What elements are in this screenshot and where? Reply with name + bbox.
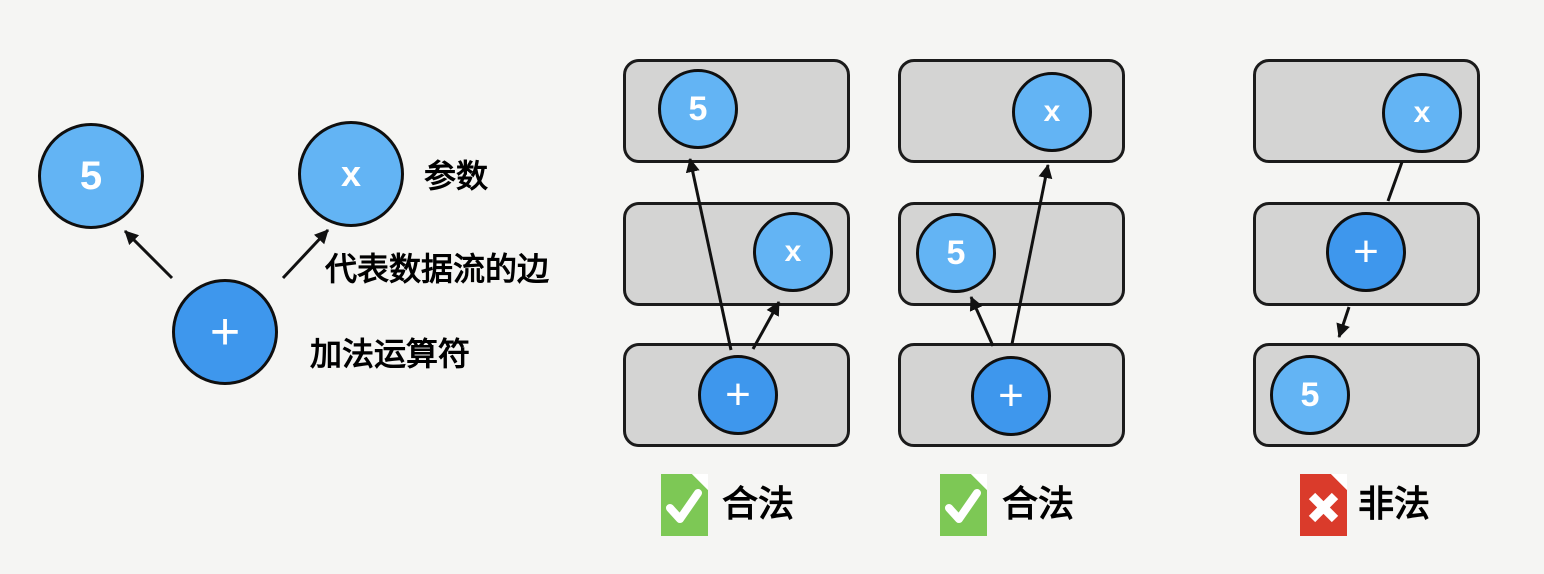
example2-node-x: x: [1012, 72, 1092, 152]
example3-node-x-label: x: [1413, 96, 1431, 129]
example1-node-5: 5: [658, 69, 738, 149]
intro-node-5-label: 5: [79, 153, 103, 198]
example1-node-5-label: 5: [688, 89, 708, 128]
annotation-dataflow-edge: 代表数据流的边: [325, 251, 550, 287]
document-x-icon: [1300, 474, 1347, 536]
example3-node-plus: +: [1326, 212, 1406, 292]
example1-edge-plus-to-x-arrow: [751, 301, 781, 350]
example3-verdict-label: 非法: [1358, 483, 1431, 524]
intro-node-x-label: x: [340, 153, 362, 194]
example2-node-plus: +: [971, 356, 1051, 436]
example3-node-plus-label: +: [1353, 227, 1379, 276]
intro-node-plus-label: +: [209, 303, 241, 361]
example2-node-plus-label: +: [998, 371, 1024, 420]
document-check-icon: [940, 474, 987, 536]
example2-node-x-label: x: [1043, 95, 1061, 128]
edge-plus-to-x-arrow: [281, 228, 330, 280]
annotation-parameter: 参数: [424, 158, 489, 194]
intro-node-x: x: [298, 121, 404, 227]
example1-node-x-label: x: [784, 235, 802, 268]
edge-plus-to-5-arrow: [123, 229, 174, 280]
example2-node-5-label: 5: [946, 233, 966, 272]
intro-node-5: 5: [38, 123, 144, 229]
example1-node-plus: +: [698, 355, 778, 435]
document-check-icon: [661, 474, 708, 536]
example3-edge-x-to-plus-line: [1386, 161, 1404, 202]
example2-verdict-label: 合法: [1002, 483, 1075, 524]
example1-node-plus-label: +: [725, 370, 751, 419]
example3-edge-plus-to-5-arrow: [1336, 306, 1351, 338]
example3-node-5-label: 5: [1300, 375, 1320, 414]
example3-node-x: x: [1382, 73, 1462, 153]
annotation-add-operator: 加法运算符: [310, 336, 471, 372]
example3-node-5: 5: [1270, 355, 1350, 435]
example1-verdict-label: 合法: [722, 483, 795, 524]
intro-node-plus: +: [172, 279, 278, 385]
example1-node-x: x: [753, 212, 833, 292]
example2-node-5: 5: [916, 213, 996, 293]
